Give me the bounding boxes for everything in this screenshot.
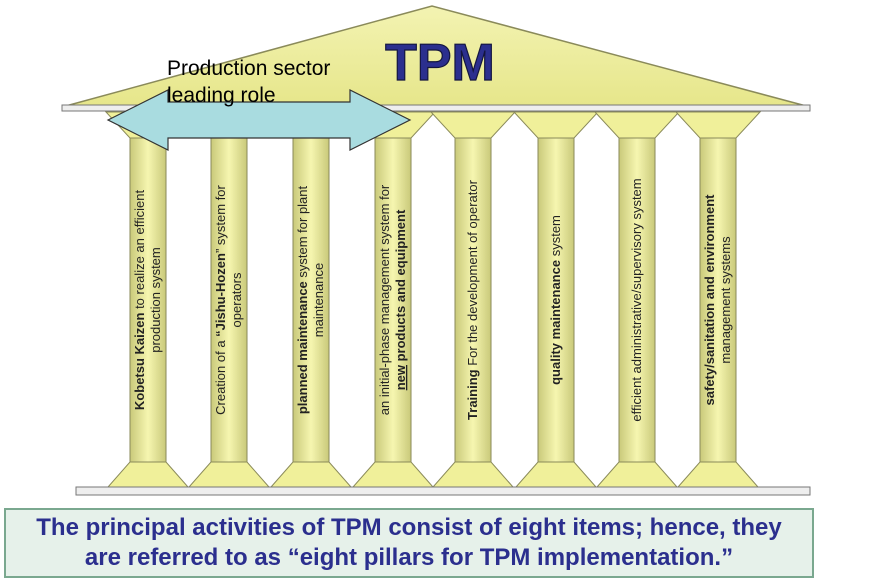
pillar-shaft	[537, 137, 575, 463]
pillar-2: Creation of a “Jishu-Hozen” system forop…	[185, 111, 273, 488]
pillar-base	[106, 461, 190, 488]
pillar-label-line: Training For the development of operator	[465, 179, 480, 420]
pillar-3: planned maintenance system for plantmain…	[267, 111, 355, 488]
pillar-label-line: operators	[229, 272, 244, 327]
pillar-shaft	[618, 137, 656, 463]
pillar-label: Creation of a “Jishu-Hozen” system forop…	[213, 184, 244, 414]
pillar-5: Training For the development of operator	[429, 111, 517, 488]
pillar-label-line: an initial-phase management system for	[377, 184, 392, 415]
pillar-base	[676, 461, 760, 488]
sector-label-line1: Production sector	[167, 57, 330, 80]
pillar-base	[595, 461, 679, 488]
double-arrow-icon	[106, 89, 412, 151]
temple-floor	[75, 486, 811, 496]
pillar-shaft	[210, 137, 248, 463]
pillar-label: efficient administrative/supervisory sys…	[629, 178, 644, 421]
pillar-shaft	[292, 137, 330, 463]
pillar-6: quality maintenance system	[512, 111, 600, 488]
pillar-capital	[674, 111, 762, 139]
diagram-title: TPM	[385, 34, 495, 92]
pillar-label-line: production system	[148, 247, 163, 353]
pillar-label-line: quality maintenance system	[548, 215, 563, 385]
pillar-label: planned maintenance system for plantmain…	[295, 185, 326, 414]
pillar-label: Training For the development of operator	[465, 179, 480, 420]
pillar-capital	[429, 111, 517, 139]
pillar-label-line: management systems	[718, 236, 733, 364]
pillar-base	[269, 461, 353, 488]
pillar-label-line: planned maintenance system for plant	[295, 185, 310, 414]
pillar-label-line: safety/sanitation and environment	[702, 194, 717, 406]
caption-line1: The principal activities of TPM consist …	[36, 514, 782, 541]
pillar-label-line: new products and equipment	[393, 209, 408, 390]
pillar-label-line: Creation of a “Jishu-Hozen” system for	[213, 184, 228, 414]
pillar-label-line: efficient administrative/supervisory sys…	[629, 178, 644, 421]
caption-line2: are referred to as “eight pillars for TP…	[84, 544, 734, 571]
pillar-label-line: maintenance	[311, 263, 326, 337]
pillar-label-line: Kobetsu Kaizen to realize an efficient	[132, 190, 147, 411]
caption-box: The principal activities of TPM consist …	[4, 508, 814, 578]
pillar-shaft	[454, 137, 492, 463]
pillar-label: quality maintenance system	[548, 215, 563, 385]
pillar-base	[351, 461, 435, 488]
sector-label-line2: leading role	[167, 84, 276, 107]
pillar-capital	[593, 111, 681, 139]
pillar-capital	[512, 111, 600, 139]
pillar-base	[431, 461, 515, 488]
roof-beam	[61, 104, 811, 112]
pillar-7: efficient administrative/supervisory sys…	[593, 111, 681, 488]
pillar-shaft	[699, 137, 737, 463]
pillar-shaft	[374, 137, 412, 463]
pillar-base	[514, 461, 598, 488]
pillar-base	[187, 461, 271, 488]
